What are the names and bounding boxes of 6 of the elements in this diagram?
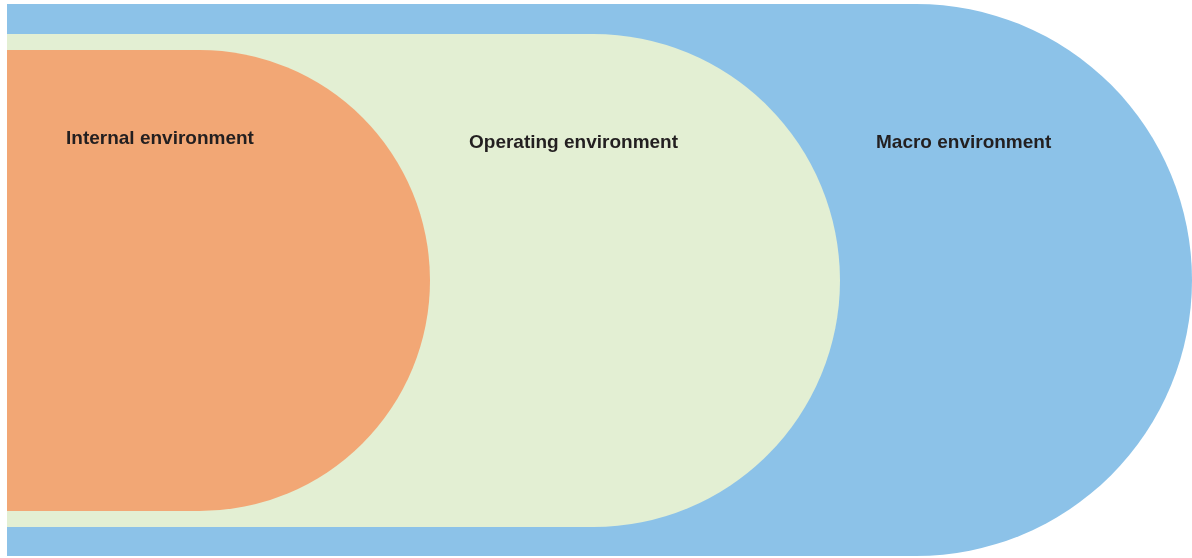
region-label: Internal environment (66, 126, 254, 150)
region-label: Operating environment (469, 130, 679, 154)
outer-rounded-band (7, 4, 1192, 556)
inner-rounded-band (7, 50, 430, 511)
middle-rounded-band (7, 34, 840, 527)
region-label: Macro environment (876, 130, 1052, 154)
